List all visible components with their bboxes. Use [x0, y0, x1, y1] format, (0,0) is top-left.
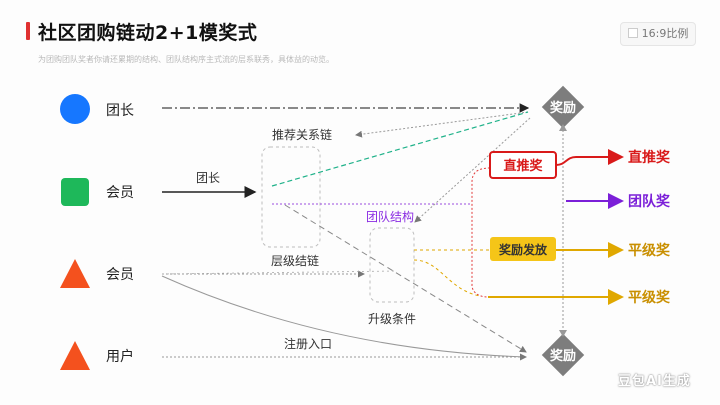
reward-to-team-line — [414, 117, 531, 223]
page-subtitle: 为团购团队奖者你请还累期的结构、团队结构序主式流的层系联秀，具体益的动览。 — [38, 55, 334, 64]
team-structure-box — [369, 227, 415, 303]
teal-recommend-line — [271, 111, 529, 187]
member-curve-line — [161, 275, 527, 358]
red-reward-arrow — [555, 149, 624, 166]
role-label-user: 用户 — [106, 348, 134, 365]
right-reward-peer: 平级奖 — [628, 242, 671, 259]
watermark-text: 豆包AI生成 — [618, 374, 691, 389]
reward-to-recommend-line — [355, 111, 529, 138]
role-label-member: 会员 — [106, 185, 134, 201]
right-reward-team: 团队奖 — [628, 193, 671, 210]
team-structure-label: 团队结构 — [366, 209, 414, 224]
register-label: 注册入口 — [284, 336, 332, 351]
ratio-icon — [627, 28, 638, 38]
right-reward-peer-2: 平级奖 — [628, 289, 671, 306]
recommend-chain-label: 推荐关系链 — [272, 127, 332, 142]
tier-chain-label: 层级结链 — [271, 253, 319, 268]
aspect-ratio-badge[interactable]: 16:9比例 — [620, 22, 696, 46]
role-triangle-icon-2 — [60, 341, 90, 370]
red-bracket — [471, 167, 491, 298]
reward-label-top: 奖励 — [550, 100, 576, 116]
role-label-member-2: 会员 — [106, 267, 134, 283]
vertical-arrow-down — [559, 330, 567, 337]
aspect-ratio-label: 16:9比例 — [641, 27, 689, 40]
role-square-icon — [61, 178, 89, 206]
tier-to-team-line — [161, 270, 397, 275]
right-reward-direct: 直推奖 — [628, 149, 671, 166]
direct-tag-label: 直推奖 — [503, 158, 543, 174]
distribute-tag-bg — [490, 237, 556, 261]
vertical-arrow-up — [559, 124, 567, 131]
upgrade-label: 升级条件 — [368, 312, 416, 326]
page-title: 社区团购链动2+1模奖式 — [38, 22, 258, 44]
role-circle-icon — [60, 94, 90, 124]
role-triangle-icon — [60, 259, 90, 288]
distribute-tag-label: 奖励发放 — [499, 242, 548, 257]
recommend-chain-box — [261, 146, 321, 248]
gray-long-dash-line — [284, 204, 527, 353]
yellow-bracket — [413, 259, 481, 297]
reward-label-bottom: 奖励 — [550, 348, 576, 364]
leader-arrow-label: 团长 — [196, 171, 220, 185]
role-label-leader: 团长 — [106, 103, 134, 119]
title-accent-bar — [26, 22, 30, 40]
